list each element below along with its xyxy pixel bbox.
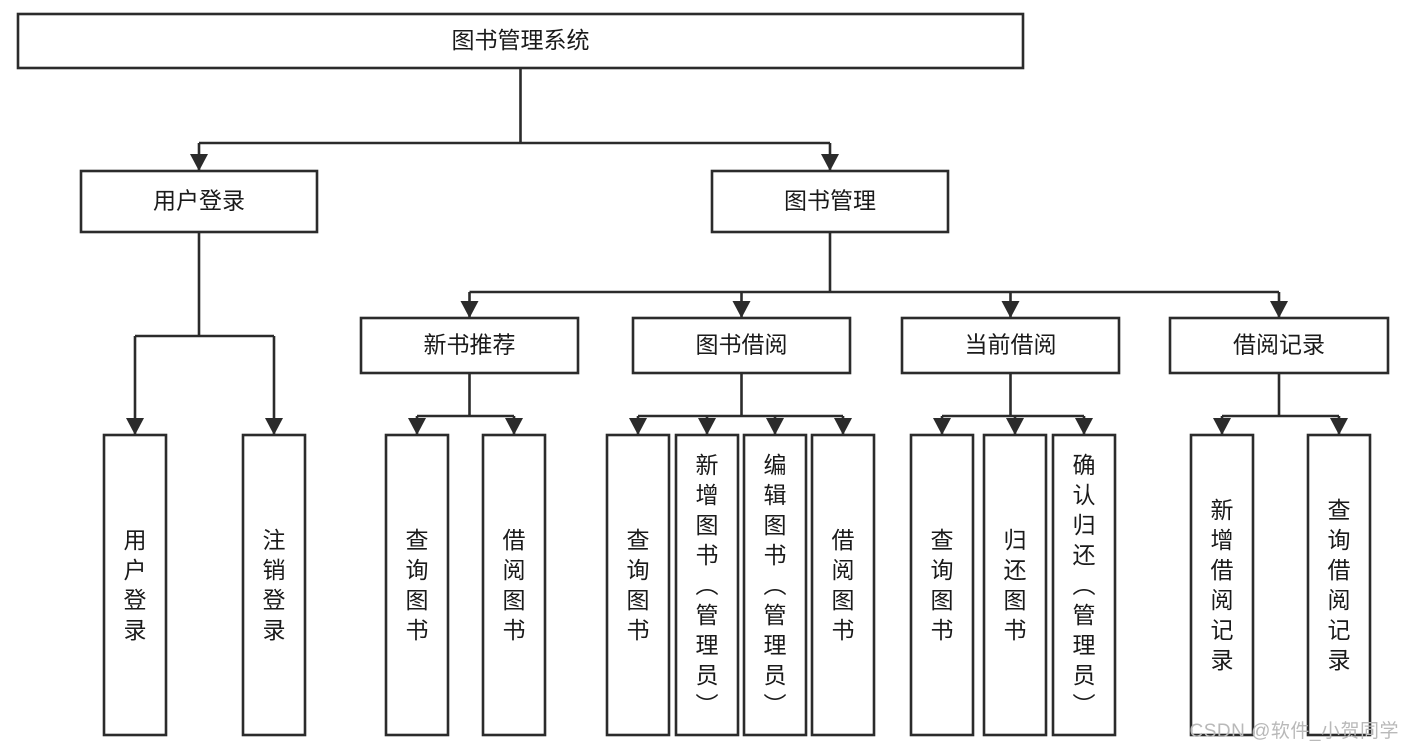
node-box <box>674 433 740 737</box>
node-leaf-return-book[interactable]: 归还图书 <box>982 433 1048 737</box>
node-label: 查询图书 <box>627 527 650 643</box>
node-label: 新增借阅记录 <box>1211 497 1234 673</box>
arrow-head-icon <box>505 418 523 435</box>
node-box <box>1189 433 1255 737</box>
arrow-head-icon <box>1075 418 1093 435</box>
node-label: 查询借阅记录 <box>1328 497 1351 673</box>
arrow-head-icon <box>698 418 716 435</box>
arrow-head-icon <box>766 418 784 435</box>
node-box <box>631 316 852 375</box>
node-box <box>241 433 307 737</box>
arrow-head-icon <box>190 154 208 171</box>
node-box <box>481 433 547 737</box>
node-leaf-add-book[interactable]: 新增图书︵管理员︶ <box>674 433 740 737</box>
node-leaf-logout[interactable]: 注销登录 <box>241 433 307 737</box>
node-root[interactable]: 图书管理系统 <box>16 12 1025 70</box>
node-book-borrow[interactable]: 图书借阅 <box>631 316 852 375</box>
node-box <box>900 316 1121 375</box>
node-box <box>1168 316 1390 375</box>
arrow-head-icon <box>1006 418 1024 435</box>
node-box <box>810 433 876 737</box>
arrow-head-icon <box>1213 418 1231 435</box>
node-label: 借阅图书 <box>832 527 855 643</box>
node-leaf-edit-book[interactable]: 编辑图书︵管理员︶ <box>742 433 808 737</box>
node-label: 借阅图书 <box>503 527 526 643</box>
arrow-head-icon <box>1001 301 1020 318</box>
node-box <box>1306 433 1372 737</box>
arrow-head-icon <box>126 418 144 435</box>
node-box <box>79 169 319 234</box>
node-label: 新书推荐 <box>424 332 516 358</box>
node-label: 用户登录 <box>153 188 245 214</box>
node-label: 图书管理系统 <box>452 27 590 53</box>
node-box <box>605 433 671 737</box>
node-leaf-borrow-book-b[interactable]: 借阅图书 <box>810 433 876 737</box>
node-label: 确认归还︵管理员︶ <box>1073 452 1096 718</box>
node-leaf-query-record[interactable]: 查询借阅记录 <box>1306 433 1372 737</box>
node-label: 编辑图书︵管理员︶ <box>764 452 787 718</box>
node-label: 查询图书 <box>931 527 954 643</box>
node-box <box>359 316 580 375</box>
node-new-book-rec[interactable]: 新书推荐 <box>359 316 580 375</box>
node-label: 用户登录 <box>124 527 147 643</box>
node-label: 归还图书 <box>1004 527 1027 643</box>
arrow-head-icon <box>933 418 951 435</box>
node-current-borrow[interactable]: 当前借阅 <box>900 316 1121 375</box>
node-box <box>710 169 950 234</box>
arrow-head-icon <box>732 301 751 318</box>
node-label: 借阅记录 <box>1233 332 1325 358</box>
node-borrow-record[interactable]: 借阅记录 <box>1168 316 1390 375</box>
node-label: 图书借阅 <box>696 332 788 358</box>
arrow-head-icon <box>408 418 426 435</box>
node-box <box>1051 433 1117 737</box>
node-box <box>102 433 168 737</box>
node-leaf-query-book-b[interactable]: 查询图书 <box>605 433 671 737</box>
node-label: 图书管理 <box>784 188 876 214</box>
connector-layer <box>126 68 1348 435</box>
node-box <box>742 433 808 737</box>
node-box <box>16 12 1025 70</box>
node-box <box>909 433 975 737</box>
node-book-manage[interactable]: 图书管理 <box>710 169 950 234</box>
node-user-login[interactable]: 用户登录 <box>79 169 319 234</box>
arrow-head-icon <box>1330 418 1348 435</box>
node-label: 新增图书︵管理员︶ <box>696 452 719 718</box>
node-leaf-confirm-return[interactable]: 确认归还︵管理员︶ <box>1051 433 1117 737</box>
node-label: 当前借阅 <box>965 332 1057 358</box>
node-layer: 图书管理系统用户登录图书管理新书推荐图书借阅当前借阅借阅记录用户登录注销登录查询… <box>16 12 1390 737</box>
node-box <box>384 433 450 737</box>
node-leaf-borrow-book-a[interactable]: 借阅图书 <box>481 433 547 737</box>
node-leaf-user-login[interactable]: 用户登录 <box>102 433 168 737</box>
node-label: 查询图书 <box>406 527 429 643</box>
arrow-head-icon <box>629 418 647 435</box>
node-leaf-query-book-a[interactable]: 查询图书 <box>384 433 450 737</box>
node-leaf-query-book-c[interactable]: 查询图书 <box>909 433 975 737</box>
node-label: 注销登录 <box>263 527 286 643</box>
arrow-head-icon <box>1270 301 1288 318</box>
arrow-head-icon <box>821 154 839 171</box>
arrow-head-icon <box>460 301 479 318</box>
arrow-head-icon <box>834 418 852 435</box>
arrow-head-icon <box>265 418 283 435</box>
node-leaf-add-record[interactable]: 新增借阅记录 <box>1189 433 1255 737</box>
node-box <box>982 433 1048 737</box>
